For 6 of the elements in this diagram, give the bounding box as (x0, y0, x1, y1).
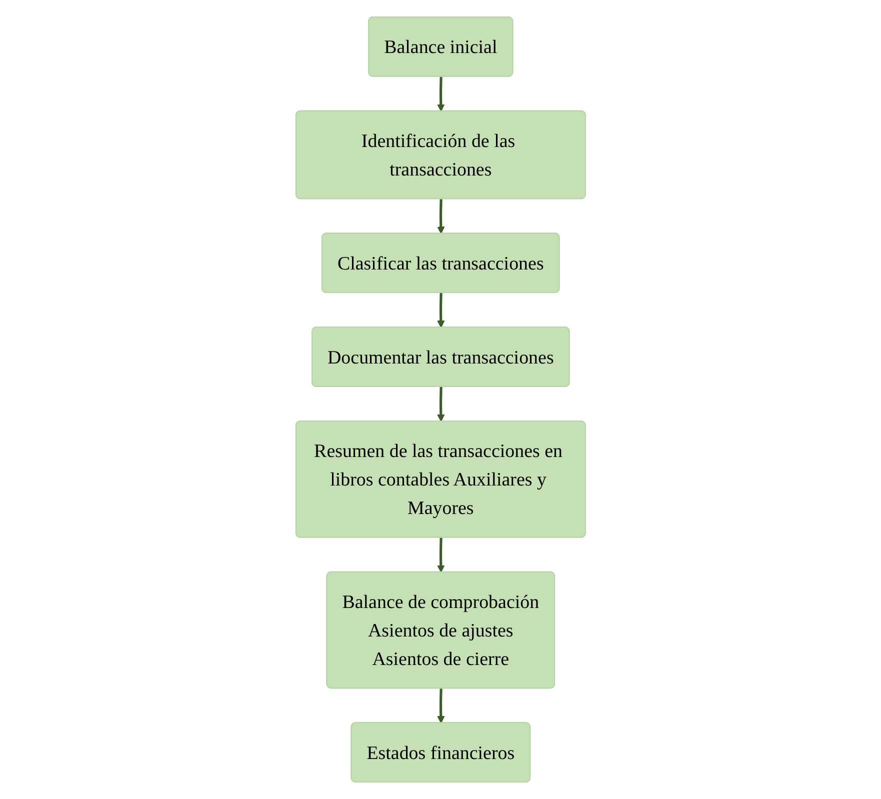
arrow (436, 688, 445, 724)
arrow (436, 76, 445, 112)
arrow (436, 386, 445, 422)
arrow (436, 538, 445, 573)
arrow (436, 199, 445, 234)
arrow (436, 293, 445, 328)
